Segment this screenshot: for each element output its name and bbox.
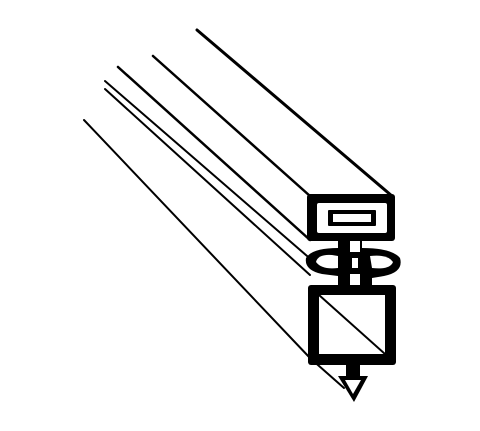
mid-line-2 — [104, 88, 311, 276]
gasket-bottom-bulb — [308, 285, 396, 365]
dart-barb-highlight — [345, 380, 361, 394]
bottom-bulb-perspective-line — [318, 294, 386, 355]
gasket-hinge — [305, 241, 401, 286]
hinge-left-hole — [316, 254, 338, 269]
upper-face-line-2 — [116, 65, 312, 242]
magnet-strip-highlight — [333, 214, 371, 222]
extrusion-lines — [83, 28, 394, 389]
gasket-top-bulb — [307, 194, 395, 241]
mid-line-1 — [104, 80, 315, 263]
top-edge-line — [195, 28, 394, 198]
hinge-center-gap — [352, 258, 358, 268]
hinge-right-hole — [370, 255, 393, 269]
gasket-dart — [338, 364, 368, 402]
upper-face-line — [151, 54, 312, 198]
lower-edge-line — [83, 119, 311, 359]
